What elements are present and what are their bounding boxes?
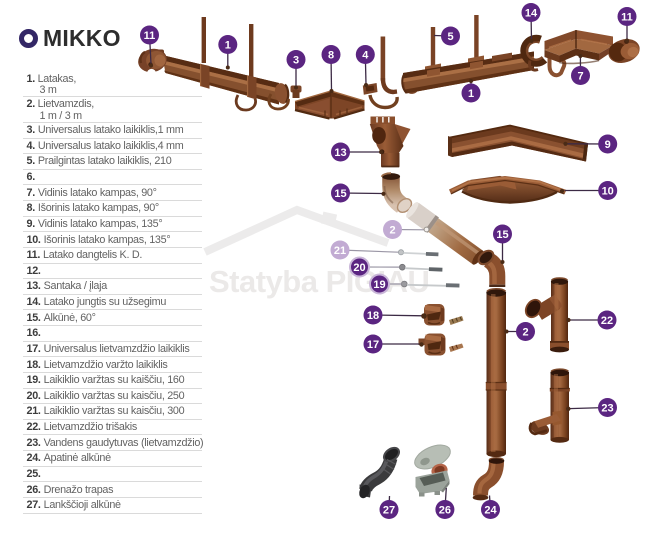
svg-text:15: 15 bbox=[496, 229, 508, 241]
svg-text:1: 1 bbox=[225, 40, 231, 52]
svg-text:20: 20 bbox=[353, 262, 365, 274]
svg-text:1: 1 bbox=[468, 88, 474, 100]
svg-text:23: 23 bbox=[601, 403, 613, 415]
svg-text:4: 4 bbox=[362, 50, 369, 62]
svg-text:17: 17 bbox=[367, 339, 379, 351]
svg-text:2: 2 bbox=[522, 327, 528, 339]
svg-text:9: 9 bbox=[605, 139, 611, 151]
svg-text:13: 13 bbox=[334, 147, 346, 159]
svg-text:10: 10 bbox=[602, 186, 614, 198]
svg-text:19: 19 bbox=[373, 279, 385, 291]
svg-text:5: 5 bbox=[447, 31, 453, 43]
svg-text:7: 7 bbox=[577, 71, 583, 83]
svg-text:Statyba PIGIAU: Statyba PIGIAU bbox=[209, 264, 429, 299]
svg-text:21: 21 bbox=[334, 245, 346, 257]
svg-text:11: 11 bbox=[144, 30, 156, 42]
svg-text:27: 27 bbox=[383, 505, 395, 517]
svg-text:18: 18 bbox=[367, 310, 379, 322]
svg-text:8: 8 bbox=[328, 50, 334, 62]
svg-text:2: 2 bbox=[389, 225, 395, 237]
svg-text:24: 24 bbox=[484, 505, 497, 517]
svg-text:3: 3 bbox=[293, 55, 299, 67]
svg-text:15: 15 bbox=[334, 188, 346, 200]
svg-text:26: 26 bbox=[439, 505, 451, 517]
svg-text:11: 11 bbox=[621, 12, 633, 24]
svg-text:14: 14 bbox=[525, 8, 538, 20]
svg-text:22: 22 bbox=[601, 315, 613, 327]
